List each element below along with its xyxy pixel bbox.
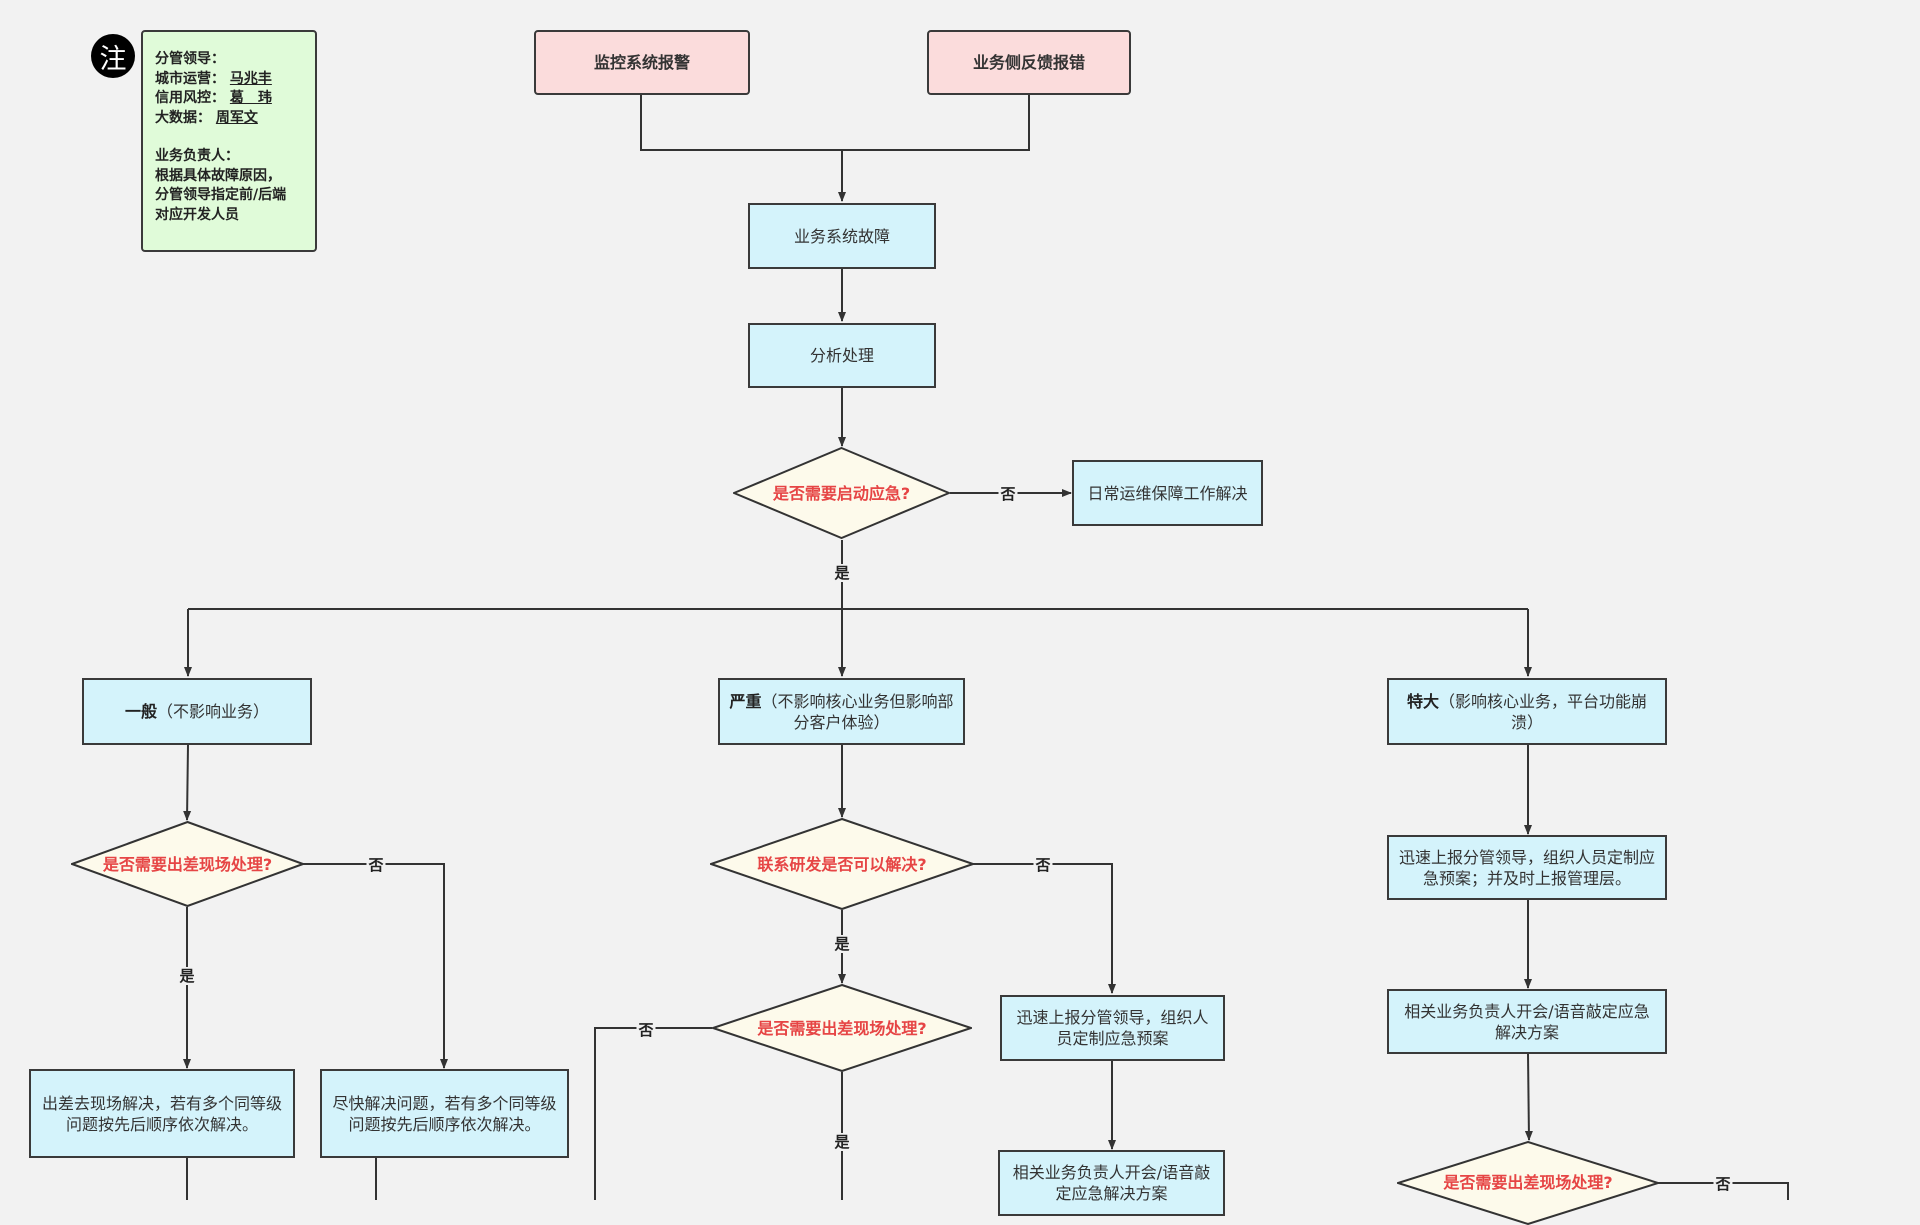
major-level-node: 特大（影响核心业务，平台功能崩溃） <box>1387 678 1667 745</box>
connector-layer <box>183 95 1789 1200</box>
edge-general-no <box>303 863 448 1069</box>
edge-label-no: 否 <box>636 1021 656 1039</box>
note-leader-row: 大数据： 周军文 <box>155 109 258 126</box>
general-fix-soon-node: 尽快解决问题，若有多个同等级问题按先后顺序依次解决。 <box>320 1069 569 1158</box>
system-fault-node: 业务系统故障 <box>748 203 936 269</box>
serious-onsite-decision: 是否需要出差现场处理? <box>712 984 972 1072</box>
general-go-onsite-node: 出差去现场解决，若有多个同等级问题按先后顺序依次解决。 <box>29 1069 295 1158</box>
edge-alarm-to-fault <box>640 95 846 202</box>
note-leader-row: 信用风控： 葛 玮 <box>155 90 272 106</box>
major-onsite-decision: 是否需要出差现场处理? <box>1397 1141 1659 1225</box>
major-report-node: 迅速上报分管领导，组织人员定制应急预案；并及时上报管理层。 <box>1387 835 1667 900</box>
edge-label-no: 否 <box>1713 1175 1733 1193</box>
serious-level-node: 严重（不影响核心业务但影响部分客户体验） <box>718 678 965 745</box>
note-leader-row: 城市运营： 马兆丰 <box>155 70 272 87</box>
edge-major-meeting-to-decision <box>1524 1053 1533 1141</box>
general-onsite-decision: 是否需要出差现场处理? <box>71 821 304 907</box>
edge-label-yes: 是 <box>177 967 197 985</box>
business-feedback-node: 业务侧反馈报错 <box>927 30 1131 95</box>
edge-contact-no <box>973 863 1116 994</box>
note-panel: 分管领导： 城市运营： 马兆丰 信用风控： 葛 玮 大数据： 周军文 业务负责人… <box>141 30 317 252</box>
edge-major-onsite-no <box>1658 1182 1789 1200</box>
edge-feedback-to-fault <box>842 95 1030 151</box>
edge-label-yes: 是 <box>832 1133 852 1151</box>
note-badge-icon: 注 <box>91 34 135 78</box>
note-owner-line: 分管领导指定前/后端 <box>155 187 287 203</box>
daily-ops-node: 日常运维保障工作解决 <box>1072 460 1263 526</box>
edge-serious-onsite-no <box>594 1027 712 1200</box>
note-leaders-title: 分管领导： <box>155 51 225 67</box>
note-owner-line: 根据具体故障原因， <box>155 167 281 184</box>
edge-label-no: 否 <box>366 856 386 874</box>
edge-label-yes: 是 <box>832 935 852 953</box>
need-emergency-decision: 是否需要启动应急? <box>733 447 950 539</box>
serious-report-node: 迅速上报分管领导，组织人员定制应急预案 <box>1000 995 1225 1061</box>
note-owner-title: 业务负责人： <box>155 148 239 164</box>
serious-contact-decision: 联系研发是否可以解决? <box>710 818 974 910</box>
edge-label-no: 否 <box>1033 856 1053 874</box>
flowchart-canvas: 注 分管领导： 城市运营： 马兆丰 信用风控： 葛 玮 大数据： 周军文 业务负… <box>29 30 1789 1225</box>
serious-meeting-node: 相关业务负责人开会/语音敲定应急解决方案 <box>998 1150 1225 1216</box>
analyze-node: 分析处理 <box>748 323 936 388</box>
edge-label-no: 否 <box>998 485 1018 503</box>
monitor-alarm-node: 监控系统报警 <box>534 30 750 95</box>
edge-general-to-decision <box>183 744 192 821</box>
major-meeting-node: 相关业务负责人开会/语音敲定应急解决方案 <box>1387 989 1667 1054</box>
edge-label-yes: 是 <box>832 564 852 582</box>
general-level-node: 一般（不影响业务） <box>82 678 312 745</box>
note-owner-line: 对应开发人员 <box>155 206 239 223</box>
